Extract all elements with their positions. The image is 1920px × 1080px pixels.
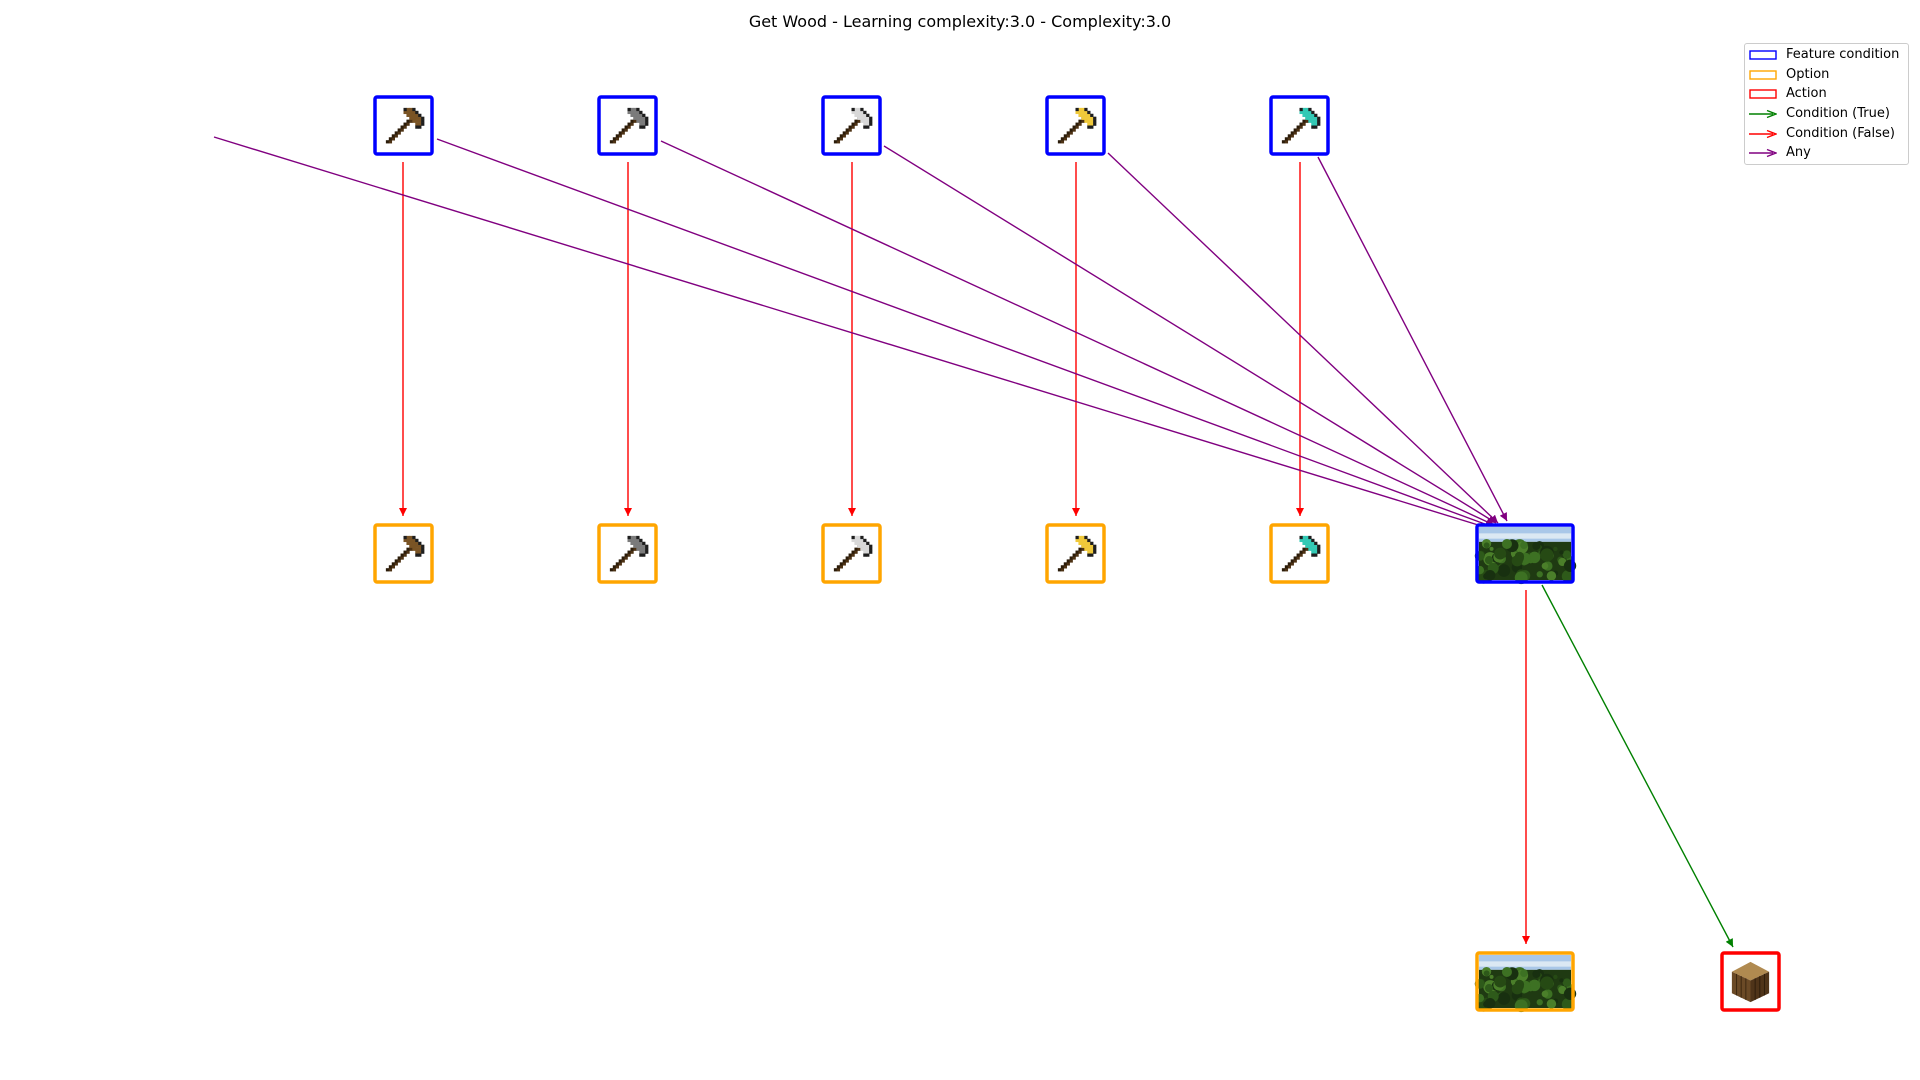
fc-stone-axe-node bbox=[597, 95, 658, 156]
wooden-axe-icon bbox=[385, 107, 425, 144]
node-border bbox=[597, 523, 658, 584]
node-border bbox=[1475, 951, 1575, 1012]
node-border bbox=[1045, 523, 1106, 584]
iron-axe-icon bbox=[833, 535, 873, 572]
node-border bbox=[1269, 95, 1330, 156]
golden-any-edge bbox=[1107, 152, 1499, 524]
forest-landscape-icon bbox=[1474, 955, 1577, 1013]
legend-item-option: Option bbox=[1745, 66, 1910, 84]
fc-golden-axe-node bbox=[1045, 95, 1106, 156]
offscreen-any-edge bbox=[213, 136, 1489, 530]
golden-axe-icon bbox=[1057, 107, 1097, 144]
opt-golden-axe-node bbox=[1045, 523, 1106, 584]
edges-layer bbox=[213, 136, 1734, 948]
legend-item-condition-true: Condition (True) bbox=[1745, 105, 1910, 123]
node-border bbox=[1720, 951, 1781, 1012]
node-border bbox=[597, 95, 658, 156]
opt-wooden-axe-node bbox=[373, 523, 434, 584]
node-border bbox=[1475, 523, 1575, 584]
legend-item-feature-condition: Feature condition bbox=[1745, 46, 1910, 64]
node-border bbox=[373, 523, 434, 584]
nodes-layer bbox=[373, 95, 1781, 1013]
legend-box-icon bbox=[1749, 50, 1777, 60]
stone-axe-icon bbox=[609, 535, 649, 572]
fc-diamond-axe-node bbox=[1269, 95, 1330, 156]
opt-diamond-axe-node bbox=[1269, 523, 1330, 584]
golden-axe-icon bbox=[1057, 535, 1097, 572]
legend-arrow-icon bbox=[1749, 109, 1777, 119]
fc-wooden-axe-node bbox=[373, 95, 434, 156]
legend-item-condition-false: Condition (False) bbox=[1745, 125, 1910, 143]
forest-true-edge bbox=[1541, 584, 1734, 948]
forest-landscape-icon bbox=[1474, 527, 1577, 585]
legend-label: Action bbox=[1786, 86, 1827, 101]
wooden-any-edge bbox=[436, 138, 1494, 528]
fc-forest-node bbox=[1474, 523, 1577, 585]
iron-any-edge bbox=[883, 145, 1497, 524]
node-border bbox=[1269, 523, 1330, 584]
action-wood-log-node bbox=[1720, 951, 1781, 1012]
legend-item-action: Action bbox=[1745, 85, 1910, 103]
node-border bbox=[821, 95, 882, 156]
legend-arrow-icon bbox=[1749, 148, 1777, 158]
legend-label: Condition (False) bbox=[1786, 126, 1895, 141]
wooden-axe-icon bbox=[385, 535, 425, 572]
wood-log-icon bbox=[1731, 961, 1770, 1003]
opt-iron-axe-node bbox=[821, 523, 882, 584]
legend-item-any: Any bbox=[1745, 144, 1910, 162]
node-border bbox=[1045, 95, 1106, 156]
diagram-title: Get Wood - Learning complexity:3.0 - Com… bbox=[748, 12, 1172, 31]
diamond-any-edge bbox=[1317, 156, 1508, 522]
legend-label: Any bbox=[1786, 145, 1811, 160]
legend-box-icon bbox=[1749, 70, 1777, 80]
node-border bbox=[821, 523, 882, 584]
iron-axe-icon bbox=[833, 107, 873, 144]
stone-axe-icon bbox=[609, 107, 649, 144]
stone-any-edge bbox=[660, 140, 1495, 526]
legend: Feature condition Option Action Conditio… bbox=[1744, 43, 1909, 165]
fc-iron-axe-node bbox=[821, 95, 882, 156]
legend-label: Option bbox=[1786, 67, 1830, 82]
diamond-axe-icon bbox=[1281, 107, 1321, 144]
opt-forest-node bbox=[1474, 951, 1577, 1013]
legend-arrow-icon bbox=[1749, 129, 1777, 139]
legend-box-icon bbox=[1749, 89, 1777, 99]
legend-label: Condition (True) bbox=[1786, 106, 1890, 121]
legend-label: Feature condition bbox=[1786, 47, 1900, 62]
node-border bbox=[373, 95, 434, 156]
diamond-axe-icon bbox=[1281, 535, 1321, 572]
opt-stone-axe-node bbox=[597, 523, 658, 584]
